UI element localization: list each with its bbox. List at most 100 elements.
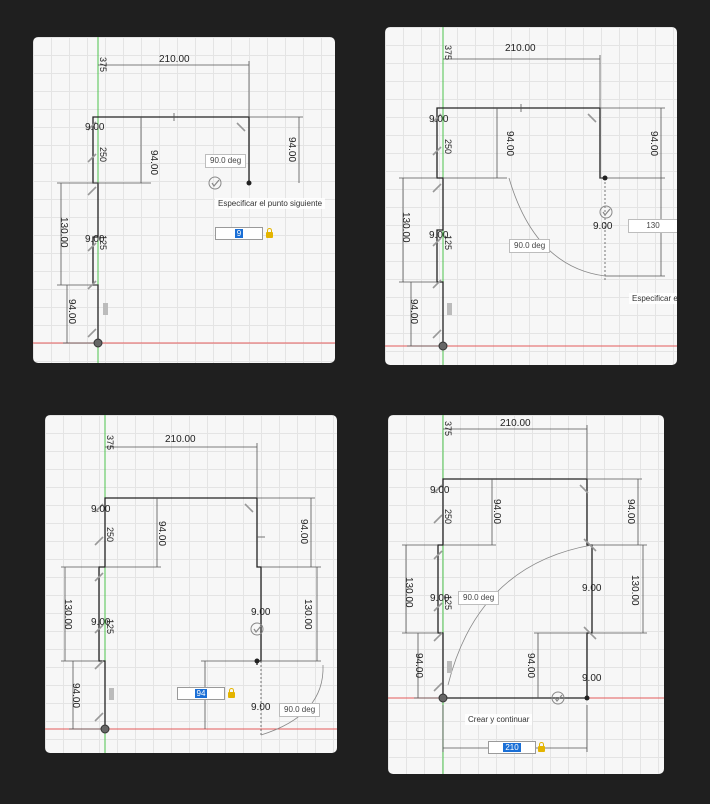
length-input[interactable]: 9 [215,227,263,240]
dimension-125[interactable]: 125 [443,235,453,250]
dimension-9-lower[interactable]: 9.00 [582,673,602,684]
dimension-9-top[interactable]: 9.00 [91,504,111,515]
lock-icon[interactable] [538,742,545,752]
current-point[interactable] [246,180,252,186]
prompt-hint: Especificar el [629,293,677,304]
check-icon-mark [554,694,563,703]
dimension-210[interactable]: 210.00 [159,54,190,65]
dimension-94-inner[interactable]: 94.00 [148,150,159,175]
dimension-9-mid[interactable]: 9.00 [85,234,105,245]
constraint-marks [432,113,597,339]
dimension-130[interactable]: 130.00 [58,217,69,248]
dimension-lines [57,61,303,344]
profile-outline[interactable] [98,497,262,729]
dimension-130[interactable]: 130.00 [62,599,73,630]
dimension-9-mid[interactable]: 9.00 [429,230,449,241]
length-input[interactable]: 130 [628,219,677,233]
current-point[interactable] [602,175,608,181]
lock-icon[interactable] [228,688,235,698]
check-icon-mark [211,179,220,188]
dimension-94-inner[interactable]: 94.00 [156,521,167,546]
sketch-drawing-2: 210.00 9.00 9.00 9.00 94.00 94.00 130.00… [385,27,677,365]
dimension-9-top[interactable]: 9.00 [85,122,105,133]
dimension-94-right[interactable]: 94.00 [298,519,309,544]
length-input[interactable]: 210 [488,741,536,754]
dimension-9-lower[interactable]: 9.00 [251,702,271,713]
dimension-375[interactable]: 375 [98,57,108,72]
check-icon[interactable] [208,176,222,190]
constraint-marks [87,121,246,338]
dimension-250[interactable]: 250 [98,147,108,162]
dimension-94-right[interactable]: 94.00 [286,137,297,162]
dimension-130[interactable]: 130.00 [403,577,414,608]
dimension-94-bottom[interactable]: 94.00 [413,653,424,678]
dimension-250[interactable]: 250 [443,139,453,154]
dimension-250[interactable]: 250 [105,527,115,542]
sketch-drawing-4: 210.00 9.00 9.00 9.00 9.00 94.00 94.00 1… [388,415,664,774]
current-point[interactable] [254,658,260,664]
prompt-hint: Crear y continuar [465,714,533,725]
origin-point[interactable] [438,341,448,351]
check-icon-mark [602,208,611,217]
dimension-94-right[interactable]: 94.00 [625,499,636,524]
dimension-lines [402,425,647,752]
profile-outline[interactable] [436,107,605,346]
dimension-94-lower-inner[interactable]: 94.00 [525,653,536,678]
dimension-9-right[interactable]: 9.00 [593,221,613,232]
parallel-icon [447,661,452,673]
dimension-125[interactable]: 125 [105,619,115,634]
dimension-94-bottom[interactable]: 94.00 [408,299,419,324]
sketch-viewport-4[interactable]: 210.00 9.00 9.00 9.00 9.00 94.00 94.00 1… [388,415,664,774]
prompt-hint: Especificar el punto siguiente [215,198,326,209]
length-input[interactable]: 94 [177,687,225,700]
dimension-94-inner[interactable]: 94.00 [504,131,515,156]
current-point[interactable] [584,695,590,701]
profile-outline[interactable] [437,478,593,699]
dimension-9-right[interactable]: 9.00 [251,607,271,618]
lock-icon[interactable] [266,228,273,238]
dimension-9-mid[interactable]: 9.00 [91,617,111,628]
dimension-210[interactable]: 210.00 [500,418,531,429]
constraint-marks [94,503,254,722]
check-icon[interactable] [250,622,264,636]
dimension-125[interactable]: 125 [98,235,108,250]
dimension-210[interactable]: 210.00 [505,43,536,54]
parallel-icon [447,303,452,315]
origin-point[interactable] [438,693,448,703]
constraint-marks [433,484,597,692]
dimension-250[interactable]: 250 [443,509,453,524]
origin-point[interactable] [100,724,110,734]
dimension-375[interactable]: 375 [443,421,453,436]
dimension-lines [61,443,324,736]
dimension-lines [399,55,665,347]
dimension-9-mid[interactable]: 9.00 [430,593,450,604]
check-icon[interactable] [599,205,613,219]
angle-tag: 90.0 deg [205,154,247,168]
dimension-9-top[interactable]: 9.00 [429,114,449,125]
dimension-94-bottom[interactable]: 94.00 [70,683,81,708]
dimension-9-top[interactable]: 9.00 [430,485,450,496]
dimension-130[interactable]: 130.00 [400,212,411,243]
dimension-9-right[interactable]: 9.00 [582,583,602,594]
parallel-icon [103,303,108,315]
dimension-375[interactable]: 375 [105,435,115,450]
sketch-drawing-3: 210.00 9.00 9.00 9.00 9.00 94.00 94.00 1… [45,415,337,753]
dimension-125[interactable]: 125 [443,595,453,610]
dimension-130-right[interactable]: 130.00 [302,599,313,630]
angle-tag: 90.0 deg [279,703,321,717]
parallel-icon [109,688,114,700]
dimension-375[interactable]: 375 [443,45,453,60]
dimension-130-right[interactable]: 130.00 [629,575,640,606]
dimension-94-bottom[interactable]: 94.00 [66,299,77,324]
dimension-94-inner[interactable]: 94.00 [491,499,502,524]
check-icon[interactable] [551,691,565,705]
check-icon-mark [253,625,262,634]
sketch-viewport-2[interactable]: 210.00 9.00 9.00 9.00 94.00 94.00 130.00… [385,27,677,365]
origin-point[interactable] [93,338,103,348]
angle-tag: 90.0 deg [458,591,500,605]
sketch-viewport-3[interactable]: 210.00 9.00 9.00 9.00 9.00 94.00 94.00 1… [45,415,337,753]
sketch-drawing-1: 210.00 9.00 9.00 94.00 94.00 130.00 94.0… [33,37,335,363]
sketch-viewport-1[interactable]: 210.00 9.00 9.00 94.00 94.00 130.00 94.0… [33,37,335,363]
dimension-94-right[interactable]: 94.00 [648,131,659,156]
dimension-210[interactable]: 210.00 [165,434,196,445]
